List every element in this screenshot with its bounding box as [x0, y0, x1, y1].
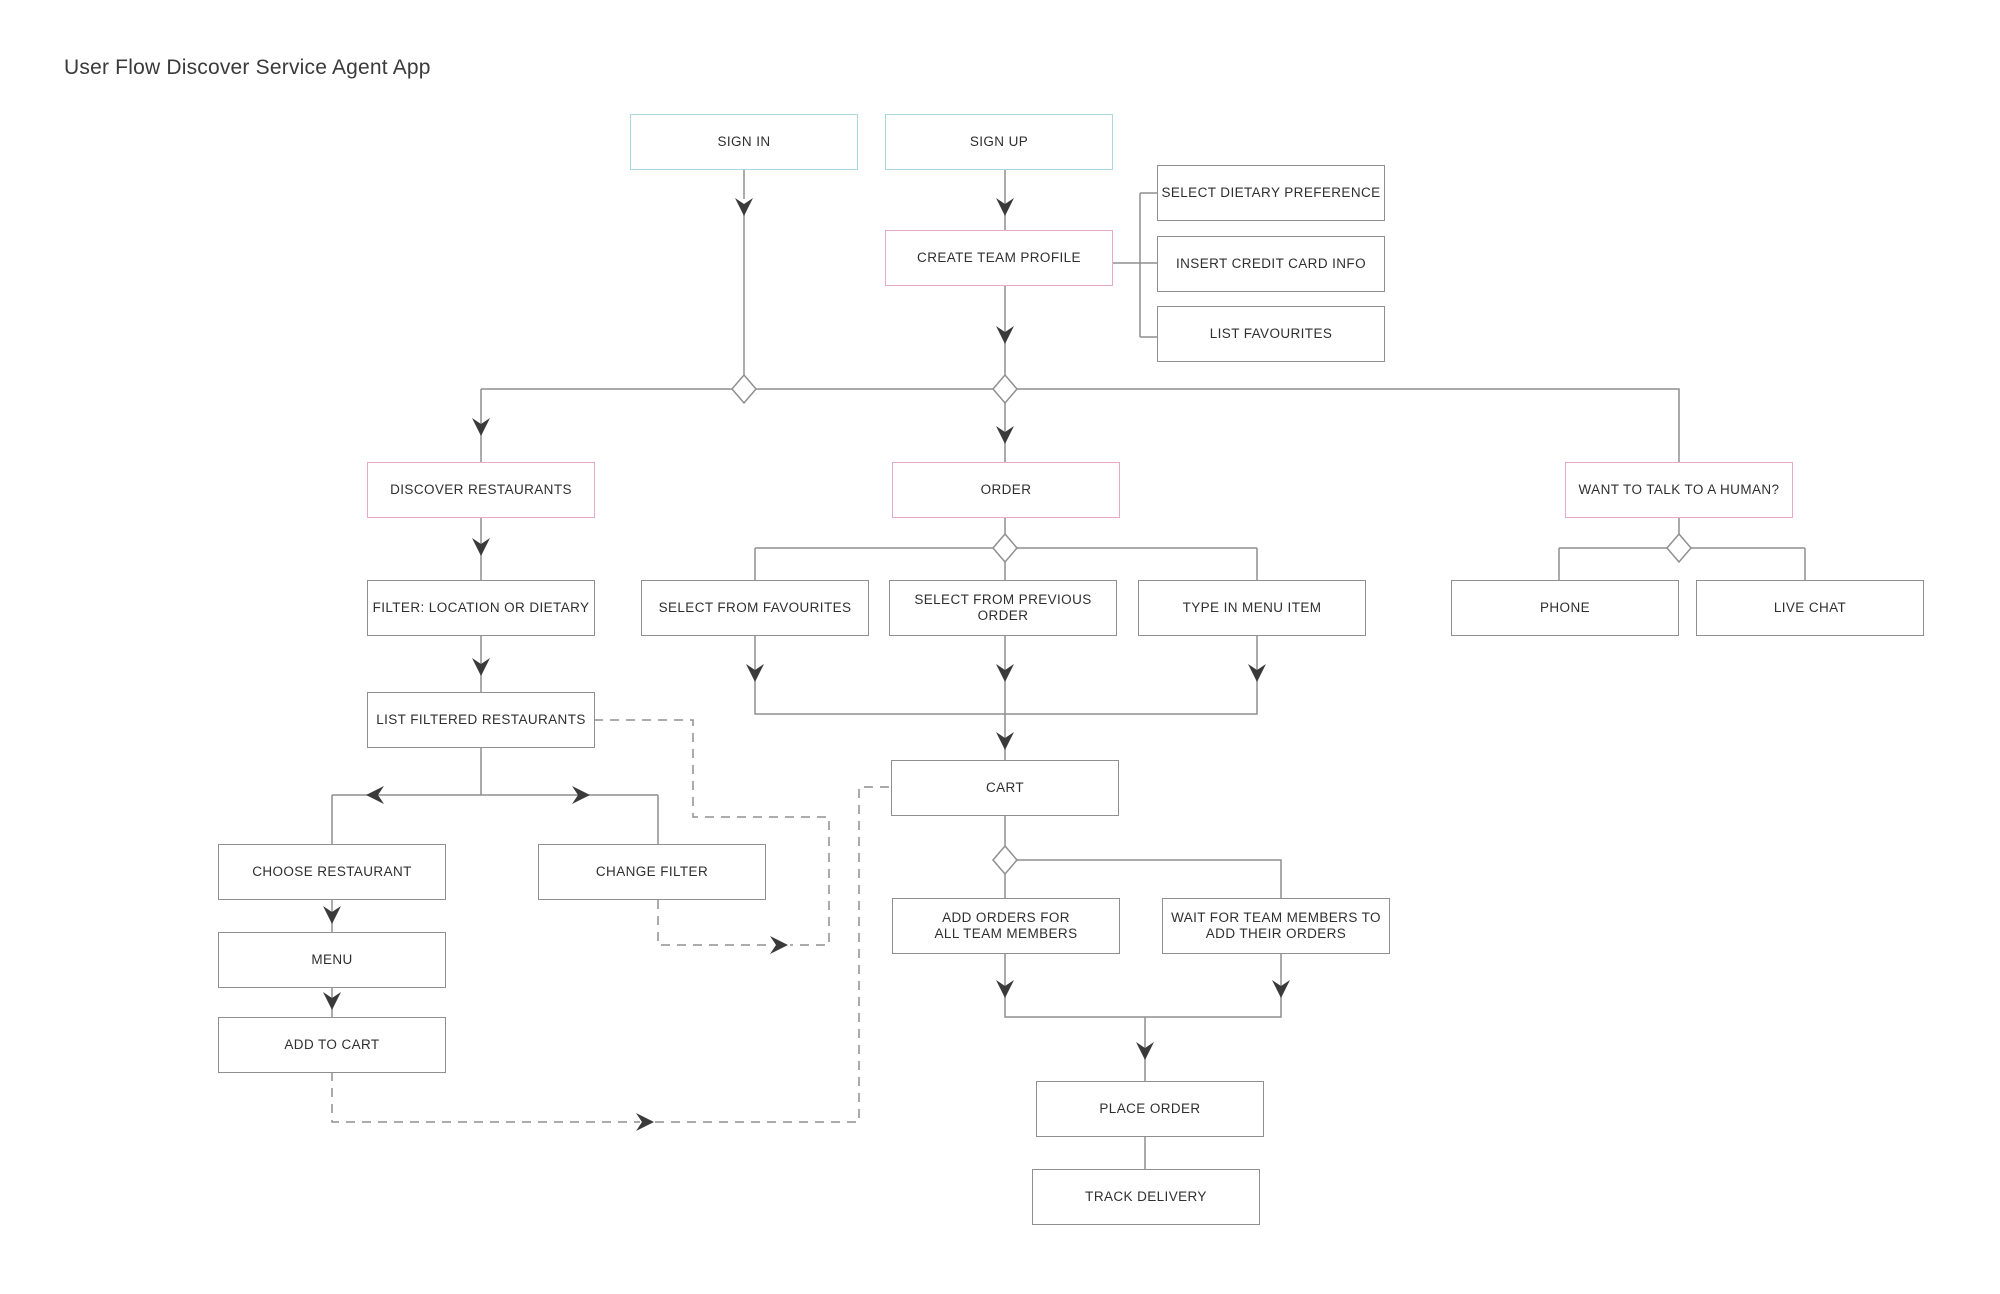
arrow-prev-merge — [996, 664, 1014, 682]
arrow-filter-list — [472, 658, 490, 676]
arrow-split-right — [572, 786, 590, 804]
sign-up-node[interactable]: SIGN UP — [885, 114, 1113, 170]
arrow-fav-merge — [746, 664, 764, 682]
list-favourites-node[interactable]: LIST FAVOURITES — [1157, 306, 1385, 362]
arrow-to-place-order — [1136, 1042, 1154, 1060]
filter-node[interactable]: FILTER: LOCATION OR DIETARY — [367, 580, 595, 636]
select-dietary-preference-node[interactable]: SELECT DIETARY PREFERENCE — [1157, 165, 1385, 221]
choose-restaurant-node[interactable]: CHOOSE RESTAURANT — [218, 844, 446, 900]
select-from-previous-order-node[interactable]: SELECT FROM PREVIOUS ORDER — [889, 580, 1117, 636]
list-filtered-restaurants-node[interactable]: LIST FILTERED RESTAURANTS — [367, 692, 595, 748]
want-to-talk-node[interactable]: WANT TO TALK TO A HUMAN? — [1565, 462, 1793, 518]
type-in-menu-item-node[interactable]: TYPE IN MENU ITEM — [1138, 580, 1366, 636]
arrow-profile-down — [996, 326, 1014, 344]
add-to-cart-node[interactable]: ADD TO CART — [218, 1017, 446, 1073]
dashed-addtocart-to-cart — [331, 786, 891, 1123]
create-team-profile-node[interactable]: CREATE TEAM PROFILE — [885, 230, 1113, 286]
cart-node[interactable]: CART — [891, 760, 1119, 816]
line-order-branch — [754, 547, 1258, 580]
menu-node[interactable]: MENU — [218, 932, 446, 988]
dashed-list-to-cart-loop — [594, 719, 830, 946]
arrow-to-cart — [996, 732, 1014, 750]
discover-restaurants-node[interactable]: DISCOVER RESTAURANTS — [367, 462, 595, 518]
arrow-add-orders-merge — [996, 980, 1014, 998]
arrow-choose-menu — [323, 906, 341, 924]
line-list-split — [331, 748, 659, 845]
track-delivery-node[interactable]: TRACK DELIVERY — [1032, 1169, 1260, 1225]
arrow-to-order — [996, 426, 1014, 444]
decision-diamond-cart — [992, 844, 1018, 876]
decision-diamond-signup — [992, 373, 1018, 405]
dashed-change-filter-loop — [657, 900, 770, 946]
line-team-merge — [1004, 954, 1282, 1081]
order-node[interactable]: ORDER — [892, 462, 1120, 518]
line-profile-options — [1112, 192, 1157, 338]
decision-diamond-signin — [731, 373, 757, 405]
arrow-to-discover — [472, 418, 490, 436]
arrow-menu-addtocart — [323, 992, 341, 1010]
phone-node[interactable]: PHONE — [1451, 580, 1679, 636]
line-cart-branch — [1004, 859, 1282, 898]
arrow-addtocart-loop — [636, 1113, 654, 1131]
insert-credit-card-info-node[interactable]: INSERT CREDIT CARD INFO — [1157, 236, 1385, 292]
decision-diamond-human — [1666, 532, 1692, 564]
place-order-node[interactable]: PLACE ORDER — [1036, 1081, 1264, 1137]
arrow-signup-down — [996, 198, 1014, 216]
arrow-signin-down — [735, 198, 753, 216]
arrow-split-left — [366, 786, 384, 804]
decision-diamond-order — [992, 532, 1018, 564]
arrow-change-filter-loop — [770, 936, 788, 954]
arrow-wait-merge — [1272, 980, 1290, 998]
arrow-type-merge — [1248, 664, 1266, 682]
sign-in-node[interactable]: SIGN IN — [630, 114, 858, 170]
arrow-discover-filter — [472, 538, 490, 556]
diagram-title: User Flow Discover Service Agent App — [64, 56, 431, 79]
line-main-branch — [481, 388, 1680, 462]
wait-for-team-node[interactable]: WAIT FOR TEAM MEMBERS TO ADD THEIR ORDER… — [1162, 898, 1390, 954]
live-chat-node[interactable]: LIVE CHAT — [1696, 580, 1924, 636]
line-human-branch — [1558, 547, 1806, 580]
add-orders-for-all-node[interactable]: ADD ORDERS FOR ALL TEAM MEMBERS — [892, 898, 1120, 954]
select-from-favourites-node[interactable]: SELECT FROM FAVOURITES — [641, 580, 869, 636]
change-filter-node[interactable]: CHANGE FILTER — [538, 844, 766, 900]
